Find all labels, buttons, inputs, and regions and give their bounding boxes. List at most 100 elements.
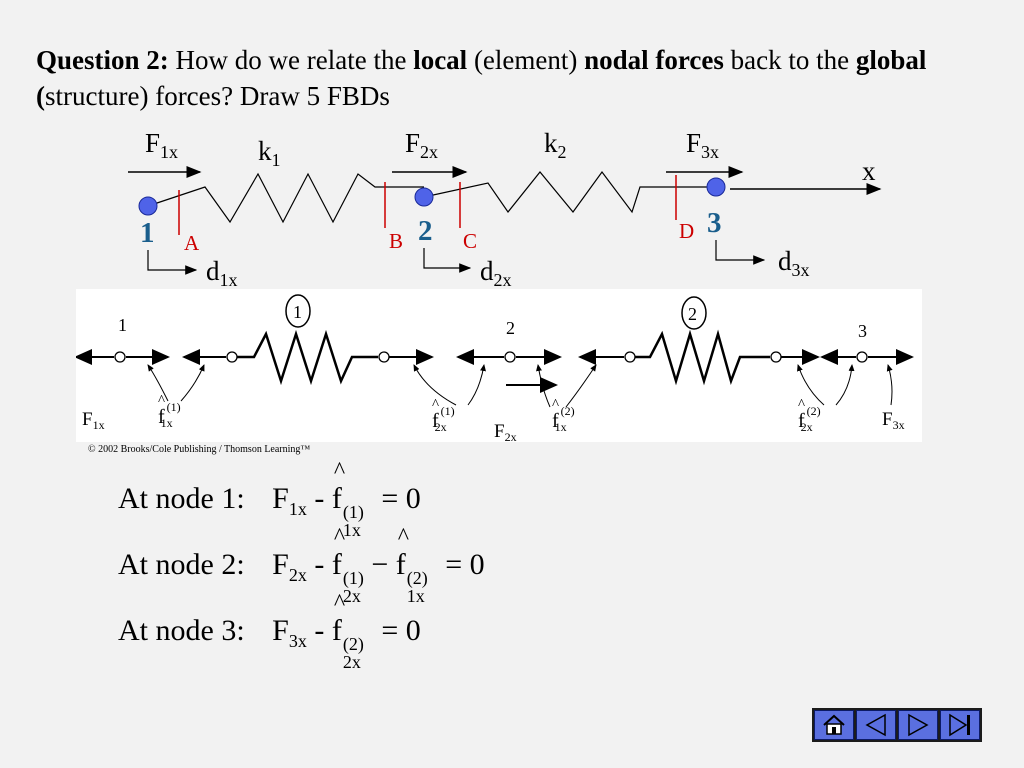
back-icon: [865, 713, 886, 737]
home-icon: [823, 714, 845, 735]
eq-local-force: ^f: [331, 524, 346, 581]
leader-f1x1-2: [180, 364, 205, 402]
eq-local-force: ^f: [331, 458, 346, 515]
displacement-label-d3: d3x: [778, 246, 810, 280]
spring-label-k1: k1: [258, 136, 281, 170]
fbd-spring-2: [635, 329, 770, 386]
fbd-node-3-label: 3: [858, 321, 867, 341]
eq-minus: -: [314, 614, 325, 647]
eq-force-sub: 1x: [288, 499, 307, 519]
fbd-elem2-left-end: [624, 351, 636, 363]
node-2: [414, 187, 434, 207]
fbd-label-f2x2: f(2)2x: [798, 404, 821, 434]
spring-1: [147, 172, 424, 224]
question-label: Question 2:: [36, 45, 169, 75]
equation-node-1: At node 1: F1x - ^f(1)1x = 0: [118, 458, 421, 540]
node-label-3: 3: [707, 207, 722, 239]
fbd-label-f1x1: f(1)1x: [158, 400, 181, 430]
title-bold-global: global (: [36, 45, 927, 111]
fbd-element-2-label: 2: [688, 304, 697, 324]
fbd-label-f1x2: f(2)1x: [552, 404, 575, 434]
fbd-node-2: [504, 351, 516, 363]
force-label-f2: F2x: [405, 128, 438, 162]
eq-rhs: = 0: [381, 482, 421, 515]
fbd-elem1-right-end: [378, 351, 390, 363]
fbd-label-f2x1-hat: ^: [432, 397, 439, 413]
cut-label-b: B: [389, 229, 403, 253]
displacement-arrow-d1: [147, 250, 198, 275]
eq-rhs: = 0: [445, 548, 485, 581]
next-button[interactable]: [898, 710, 938, 740]
eq-local-force: ^f: [331, 590, 346, 647]
question-title: Question 2: How do we relate the local (…: [36, 42, 996, 114]
fbd-node-2-label: 2: [506, 318, 515, 338]
force-label-f1: F1x: [145, 128, 178, 162]
title-text-2: (element): [467, 45, 585, 75]
equation-prefix: At node 3:: [118, 614, 245, 647]
forward-icon: [908, 713, 929, 737]
equation-node-2: At node 2: F2x - ^f(1)2x − ^f(2)1x = 0: [118, 524, 485, 606]
spring-2: [423, 170, 716, 214]
fbd-elem1-left-end: [226, 351, 238, 363]
previous-button[interactable]: [856, 710, 896, 740]
leader-f1x1: [147, 364, 169, 402]
last-icon: [949, 713, 970, 737]
eq-force-sub: 3x: [288, 631, 307, 651]
fbd-label-f1x1-hat: ^: [158, 393, 165, 409]
title-bold-local: local: [413, 45, 468, 75]
fbd-label-F3x: F3x: [882, 409, 905, 432]
eq-local-force-2: ^f: [395, 524, 410, 581]
fbd-element-1-circle: [285, 294, 311, 328]
displacement-label-d1: d1x: [206, 256, 238, 290]
title-text-3: back to the: [723, 45, 856, 75]
spring-label-k2: k2: [544, 128, 567, 162]
spring-system-diagram: F1x F2x F3x k1 k2 x 1 2 3 A B C D d1x d2…: [128, 128, 882, 290]
fbd-label-f1x2-hat: ^: [552, 397, 559, 413]
fbd-element-2-circle: [681, 296, 707, 330]
displacement-arrow-d2: [423, 248, 472, 273]
fbd-node-3: [856, 351, 868, 363]
fbd-label-f2x1: f(1)2x: [432, 404, 455, 434]
node-1: [138, 196, 158, 216]
home-button[interactable]: [814, 710, 854, 740]
eq-minus-2: −: [371, 548, 389, 581]
slide-navigation: [812, 708, 982, 742]
force-label-f3: F3x: [686, 128, 719, 162]
eq-force: F: [272, 614, 289, 647]
leader-f2x1-2: [467, 364, 486, 406]
leader-f2x2-2: [835, 364, 855, 406]
fbd-node-1: [114, 351, 126, 363]
fbd-element-1-label: 1: [293, 302, 302, 322]
free-body-diagrams: 1 1 2 2 3: [74, 294, 914, 444]
x-axis-label: x: [862, 156, 876, 186]
cut-label-a: A: [184, 231, 200, 255]
fbd-panel: 1 1 2 2 3: [74, 289, 922, 444]
cut-label-d: D: [679, 219, 694, 243]
displacement-arrow-d3: [715, 240, 766, 265]
eq-force: F: [272, 482, 289, 515]
eq-force: F: [272, 548, 289, 581]
leader-f2x2: [797, 364, 825, 406]
equation-prefix: At node 1:: [118, 482, 245, 515]
cut-label-c: C: [463, 229, 477, 253]
equation-prefix: At node 2:: [118, 548, 245, 581]
leader-f2x1: [413, 364, 457, 406]
eq-force-sub: 2x: [288, 565, 307, 585]
node-3: [706, 177, 726, 197]
title-text-1: How do we relate the: [168, 45, 414, 75]
fbd-label-F2x: F2x: [494, 421, 517, 442]
leader-f1x2: [536, 364, 551, 408]
last-button[interactable]: [940, 710, 980, 740]
eq-minus: -: [314, 548, 325, 581]
title-bold-nodal-forces: nodal forces: [584, 45, 724, 75]
eq-rhs: = 0: [381, 614, 421, 647]
eq-minus: -: [314, 482, 325, 515]
node-label-2: 2: [418, 215, 433, 247]
fbd-label-F1x: F1x: [82, 409, 105, 432]
leader-f3x: [886, 364, 893, 406]
displacement-label-d2: d2x: [480, 256, 512, 290]
fbd-elem2-right-end: [770, 351, 782, 363]
equation-node-3: At node 3: F3x - ^f(2)2x = 0: [118, 590, 421, 672]
title-text-4: structure) forces? Draw 5 FBDs: [45, 81, 390, 111]
leader-f1x2-2: [565, 364, 597, 408]
